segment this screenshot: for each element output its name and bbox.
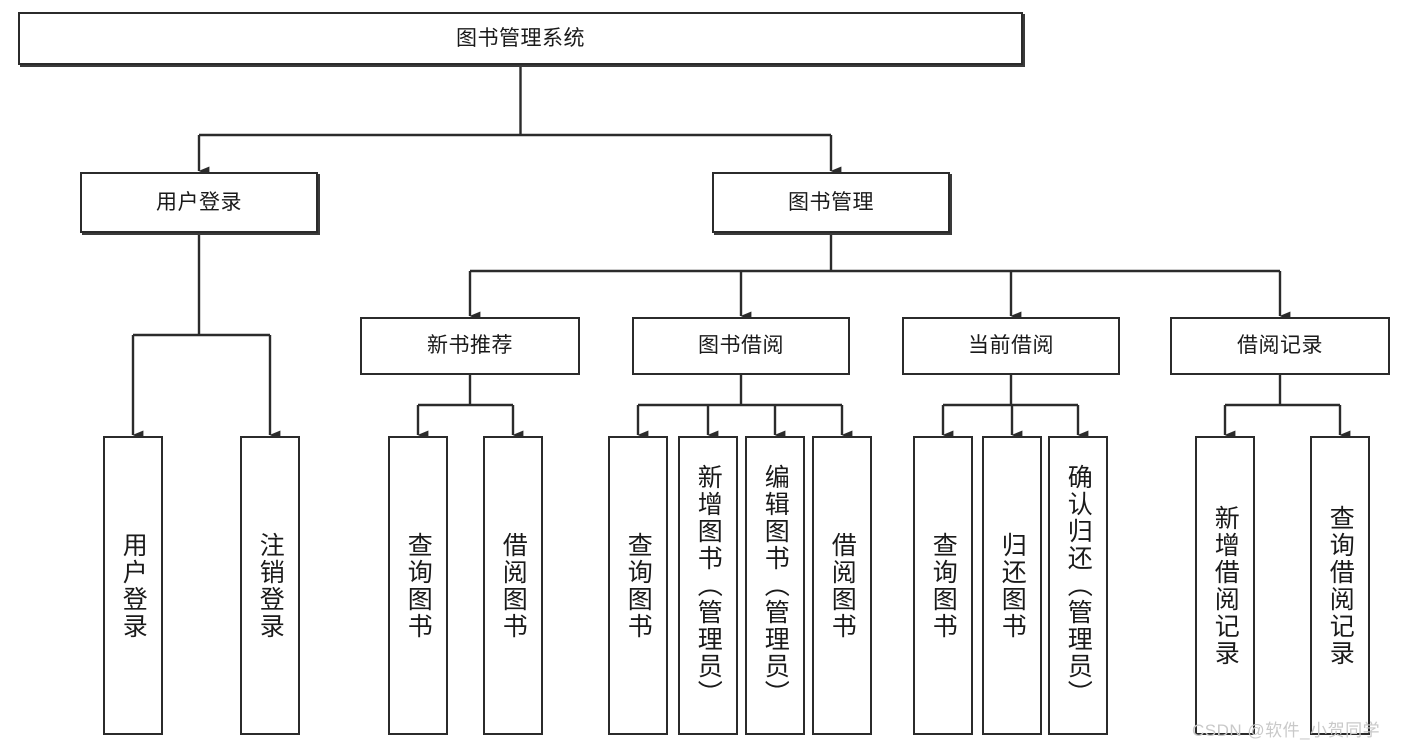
node-book-borrow[interactable]: 图书借阅	[632, 317, 850, 375]
node-cur-borrow[interactable]: 当前借阅	[902, 317, 1120, 375]
node-label: 新增图书（管理员）	[694, 464, 723, 707]
node-label: 查询图书	[404, 531, 433, 640]
node-leaf-bb-query[interactable]: 查询图书	[608, 436, 668, 735]
node-label: 当前借阅	[968, 334, 1054, 358]
node-borrow-rec[interactable]: 借阅记录	[1170, 317, 1390, 375]
node-user-login[interactable]: 用户登录	[80, 172, 318, 233]
node-leaf-user-login[interactable]: 用户登录	[103, 436, 163, 735]
node-label: 编辑图书（管理员）	[761, 464, 790, 707]
node-leaf-cb-confirm[interactable]: 确认归还（管理员）	[1048, 436, 1108, 735]
edge-group	[131, 65, 1351, 440]
watermark: CSDN @软件_小贺同学	[1192, 721, 1381, 740]
node-leaf-br-add[interactable]: 新增借阅记录	[1195, 436, 1255, 735]
node-label: 借阅图书	[828, 531, 857, 640]
node-label: 查询借阅记录	[1326, 504, 1355, 667]
node-label: 用户登录	[156, 190, 242, 214]
node-label: 归还图书	[998, 531, 1027, 640]
node-leaf-bb-borrow[interactable]: 借阅图书	[812, 436, 872, 735]
node-label: 借阅图书	[499, 531, 528, 640]
node-new-book-rec[interactable]: 新书推荐	[360, 317, 580, 375]
node-leaf-rec-query[interactable]: 查询图书	[388, 436, 448, 735]
node-label: 查询图书	[624, 531, 653, 640]
node-label: 新增借阅记录	[1211, 504, 1240, 667]
node-label: 注销登录	[256, 531, 285, 640]
node-leaf-cb-query[interactable]: 查询图书	[913, 436, 973, 735]
node-leaf-cb-return[interactable]: 归还图书	[982, 436, 1042, 735]
node-leaf-rec-borrow[interactable]: 借阅图书	[483, 436, 543, 735]
node-leaf-bb-edit[interactable]: 编辑图书（管理员）	[745, 436, 805, 735]
node-label: 新书推荐	[427, 334, 513, 358]
node-label: 确认归还（管理员）	[1064, 464, 1093, 707]
node-label: 图书借阅	[698, 334, 784, 358]
node-book-mgmt[interactable]: 图书管理	[712, 172, 950, 233]
node-label: 图书管理	[788, 190, 874, 214]
node-leaf-br-query[interactable]: 查询借阅记录	[1310, 436, 1370, 735]
node-label: 借阅记录	[1237, 334, 1323, 358]
node-leaf-user-logout[interactable]: 注销登录	[240, 436, 300, 735]
node-root[interactable]: 图书管理系统	[18, 12, 1023, 65]
node-leaf-bb-add[interactable]: 新增图书（管理员）	[678, 436, 738, 735]
node-label: 用户登录	[119, 531, 148, 640]
node-label: 图书管理系统	[456, 26, 585, 50]
node-label: 查询图书	[929, 531, 958, 640]
